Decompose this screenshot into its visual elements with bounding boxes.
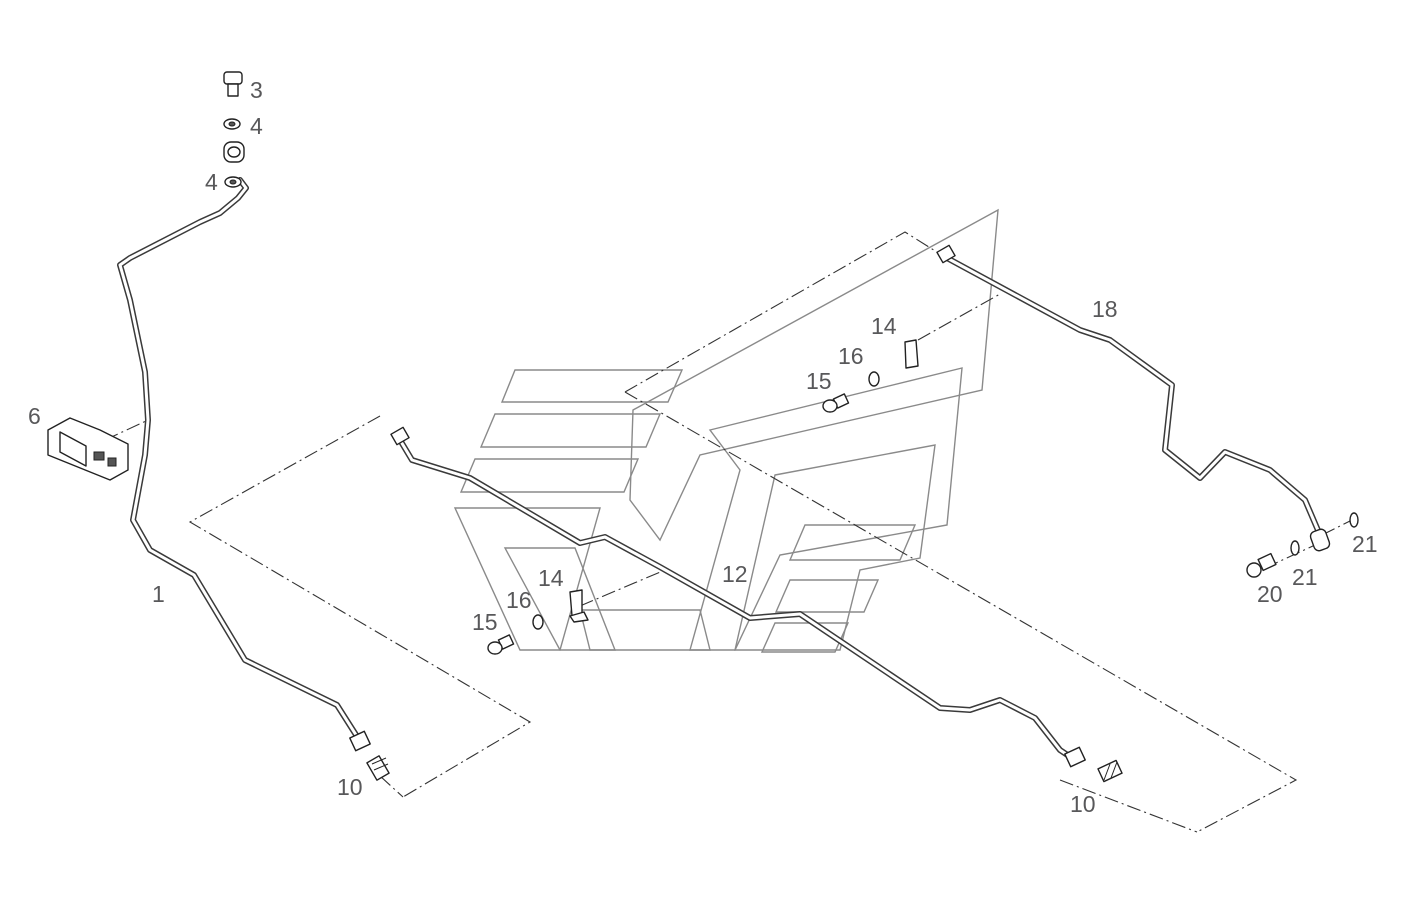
pipe-18 — [944, 255, 1323, 538]
callout-16: 16 — [506, 587, 532, 613]
callout-3: 3 — [250, 77, 263, 103]
callout-14: 14 — [538, 565, 564, 591]
callout-10: 10 — [337, 774, 363, 800]
callout-21: 21 — [1352, 531, 1378, 557]
callout-12: 12 — [722, 561, 748, 587]
callout-20: 20 — [1257, 581, 1283, 607]
callout-6: 6 — [28, 403, 41, 429]
banjo-assembly-right — [1246, 512, 1359, 578]
callout-15: 15 — [472, 609, 498, 635]
callout-21: 21 — [1292, 564, 1318, 590]
pipe-1 — [117, 177, 361, 741]
callout-1: 1 — [152, 581, 165, 607]
fittings-10 — [349, 244, 1123, 783]
banjo-fitting-assembly — [223, 71, 245, 188]
callout-15: 15 — [806, 368, 832, 394]
callout-4: 4 — [205, 169, 218, 195]
watermark-logo — [453, 208, 999, 653]
pipe-clamp-6 — [47, 417, 129, 481]
callout-labels: 3 4 4 6 1 10 14 16 15 12 10 14 16 15 18 … — [28, 77, 1378, 817]
callout-14: 14 — [871, 313, 897, 339]
callout-18: 18 — [1092, 296, 1118, 322]
pipe-12 — [397, 437, 1075, 761]
callout-10: 10 — [1070, 791, 1096, 817]
callout-4: 4 — [250, 113, 263, 139]
leader-lines — [104, 231, 1353, 833]
brackets-bolts — [487, 339, 919, 655]
callout-16: 16 — [838, 343, 864, 369]
